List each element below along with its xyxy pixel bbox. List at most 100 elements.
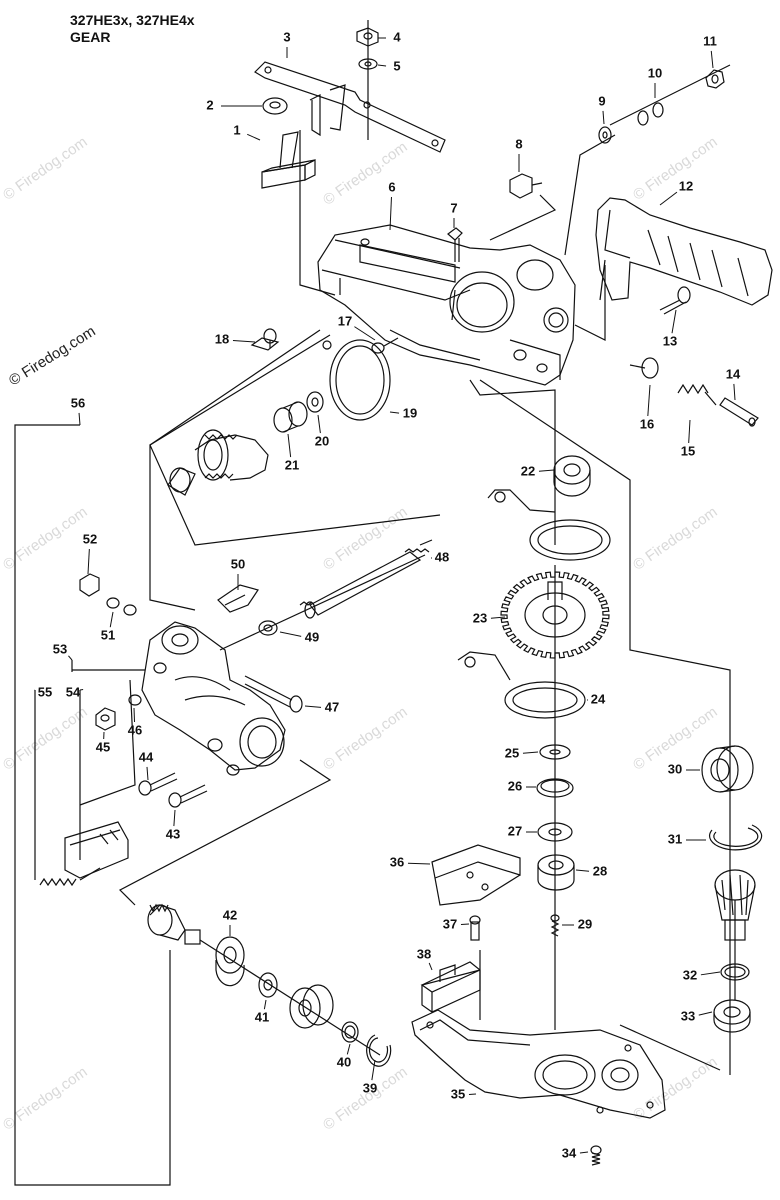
leader-line bbox=[710, 50, 714, 69]
part-label-16: 16 bbox=[640, 416, 654, 431]
part-2-washer bbox=[262, 97, 288, 115]
bevel-pinion-right bbox=[714, 869, 756, 941]
part-16-washer bbox=[629, 357, 659, 379]
leader-line bbox=[522, 751, 539, 754]
part-label-2: 2 bbox=[206, 97, 213, 112]
part-label-52: 52 bbox=[83, 531, 97, 546]
leader-line bbox=[279, 631, 302, 637]
leader-line bbox=[109, 611, 114, 628]
part-label-10: 10 bbox=[648, 65, 662, 80]
part-label-11: 11 bbox=[703, 33, 717, 48]
part-10-washer bbox=[637, 102, 664, 126]
part-label-20: 20 bbox=[315, 433, 329, 448]
leader-line bbox=[87, 548, 90, 575]
part-label-56: 56 bbox=[71, 395, 85, 410]
leader-line bbox=[579, 1151, 589, 1154]
part-label-42: 42 bbox=[223, 907, 237, 922]
part-1-block bbox=[261, 131, 316, 189]
part-20-washer bbox=[306, 391, 324, 413]
leader-line bbox=[146, 766, 149, 781]
part-19-gasket bbox=[322, 339, 391, 421]
leader-line bbox=[317, 414, 321, 434]
leader-line bbox=[468, 1093, 477, 1095]
part-label-45: 45 bbox=[96, 739, 110, 754]
part-label-32: 32 bbox=[683, 967, 697, 982]
part-label-7: 7 bbox=[450, 200, 457, 215]
part-label-14: 14 bbox=[726, 366, 741, 381]
part-label-3: 3 bbox=[283, 29, 290, 44]
part-label-35: 35 bbox=[451, 1086, 465, 1101]
part-label-41: 41 bbox=[255, 1009, 269, 1024]
leader-line bbox=[263, 999, 267, 1010]
part-label-15: 15 bbox=[681, 443, 695, 458]
part-50-clip bbox=[217, 584, 259, 613]
part-label-49: 49 bbox=[305, 629, 319, 644]
part-26-ring bbox=[536, 778, 574, 798]
part-label-22: 22 bbox=[521, 463, 535, 478]
part-55-spring bbox=[39, 867, 101, 887]
part-label-51: 51 bbox=[101, 627, 115, 642]
part-24-ring-lower bbox=[457, 651, 586, 719]
leader-line bbox=[428, 962, 433, 971]
part-12-handle bbox=[595, 197, 773, 306]
leader-line bbox=[133, 707, 136, 723]
part-28-bearing bbox=[537, 854, 575, 891]
part-8-plug bbox=[509, 173, 543, 199]
part-29-screw bbox=[550, 914, 560, 937]
part-37-screw bbox=[469, 915, 481, 941]
part-label-31: 31 bbox=[668, 831, 682, 846]
part-36-bracket bbox=[431, 844, 521, 906]
leader-line bbox=[460, 923, 470, 926]
leader-line bbox=[79, 688, 84, 691]
leader-line bbox=[78, 412, 81, 426]
part-label-43: 43 bbox=[166, 826, 180, 841]
part-18-screw bbox=[250, 328, 280, 351]
part-5-washer bbox=[358, 58, 378, 70]
part-label-40: 40 bbox=[337, 1054, 351, 1069]
part-53-shaft-housing bbox=[141, 621, 286, 776]
part-label-21: 21 bbox=[285, 457, 299, 472]
part-label-34: 34 bbox=[562, 1145, 577, 1160]
part-30-bearing bbox=[701, 745, 754, 793]
part-17-screw bbox=[371, 337, 399, 354]
part-label-47: 47 bbox=[325, 699, 339, 714]
part-3-bracket bbox=[254, 61, 446, 153]
part-label-25: 25 bbox=[505, 745, 519, 760]
part-42-bearing bbox=[215, 936, 245, 987]
part-15-spring bbox=[677, 383, 717, 406]
part-44-screw bbox=[138, 772, 178, 796]
part-6-housing bbox=[317, 224, 576, 386]
leader-line bbox=[733, 383, 736, 401]
part-31-circlip bbox=[709, 824, 763, 851]
part-label-4: 4 bbox=[393, 29, 401, 44]
part-label-36: 36 bbox=[390, 854, 404, 869]
leader-line bbox=[688, 419, 691, 444]
part-label-17: 17 bbox=[338, 313, 352, 328]
part-48-shaft bbox=[299, 539, 433, 619]
part-54-shield bbox=[64, 821, 129, 879]
leader-line bbox=[354, 326, 376, 341]
part-label-33: 33 bbox=[681, 1008, 695, 1023]
part-label-54: 54 bbox=[66, 684, 81, 699]
leader-line bbox=[68, 655, 73, 661]
section-title: GEAR bbox=[70, 29, 111, 45]
part-9-washer bbox=[598, 126, 612, 144]
part-label-28: 28 bbox=[593, 863, 607, 878]
leader-line bbox=[304, 705, 322, 708]
part-43-screw bbox=[168, 784, 208, 808]
part-label-44: 44 bbox=[139, 749, 154, 764]
leader-line bbox=[389, 196, 392, 231]
part-13-screw bbox=[659, 286, 691, 315]
part-label-6: 6 bbox=[388, 179, 395, 194]
part-49-washer bbox=[258, 620, 278, 636]
part-label-38: 38 bbox=[417, 946, 431, 961]
part-label-19: 19 bbox=[403, 405, 417, 420]
part-label-12: 12 bbox=[679, 178, 693, 193]
leader-line bbox=[490, 616, 506, 619]
model-title: 327HE3x, 327HE4x bbox=[70, 12, 195, 28]
part-23-gear bbox=[500, 571, 610, 659]
part-39-circlip bbox=[366, 1034, 392, 1067]
part-22-bearing bbox=[553, 455, 591, 497]
leader-line bbox=[700, 971, 721, 976]
